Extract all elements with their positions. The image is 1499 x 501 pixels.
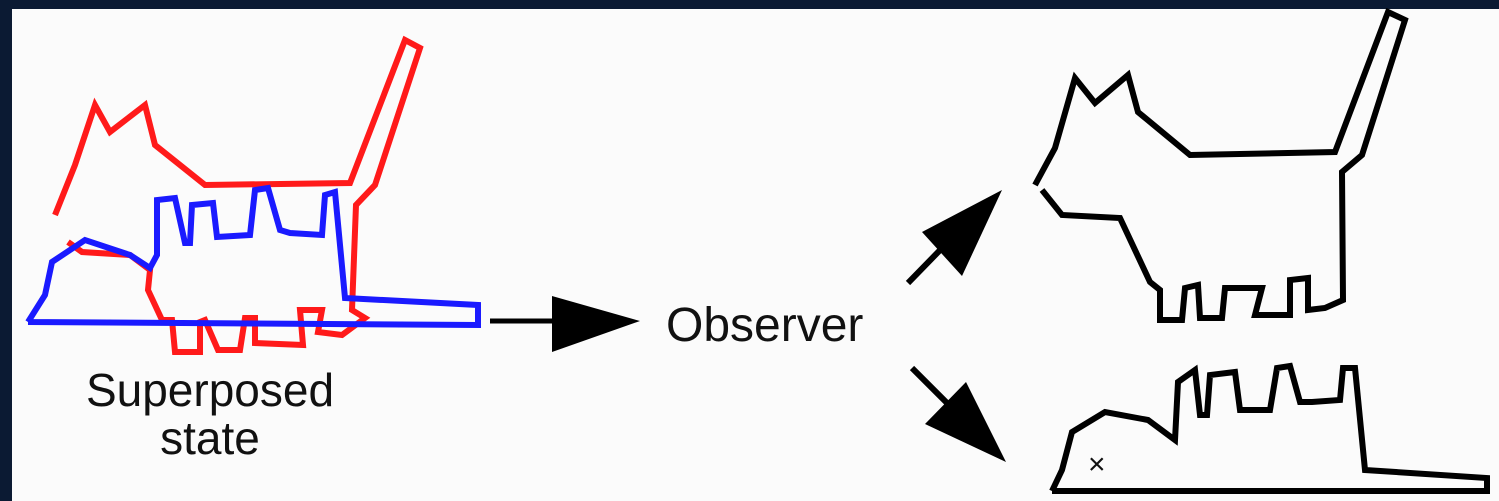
superposed-state-label: Superposed state (40, 366, 380, 462)
diagram-panel (12, 9, 1499, 501)
superposed-dead-cat-icon (25, 184, 481, 329)
superposed-label-line1: Superposed (85, 364, 335, 416)
arrow-to-alive-icon (922, 190, 1002, 276)
superposed-alive-cat-icon (52, 35, 424, 355)
observer-label: Observer (666, 299, 864, 352)
arrow-to-observer-icon (552, 296, 640, 352)
arrow-to-dead-shaft (909, 365, 951, 407)
arrow-to-alive-shaft (905, 242, 948, 286)
superposed-label-line2: state (160, 412, 260, 464)
alive-cat-outcome-icon (1032, 7, 1409, 323)
dead-cat-eye-label: × (1088, 448, 1106, 481)
dead-cat-outcome-icon (1049, 362, 1490, 494)
arrow-to-dead-icon (925, 382, 1006, 462)
